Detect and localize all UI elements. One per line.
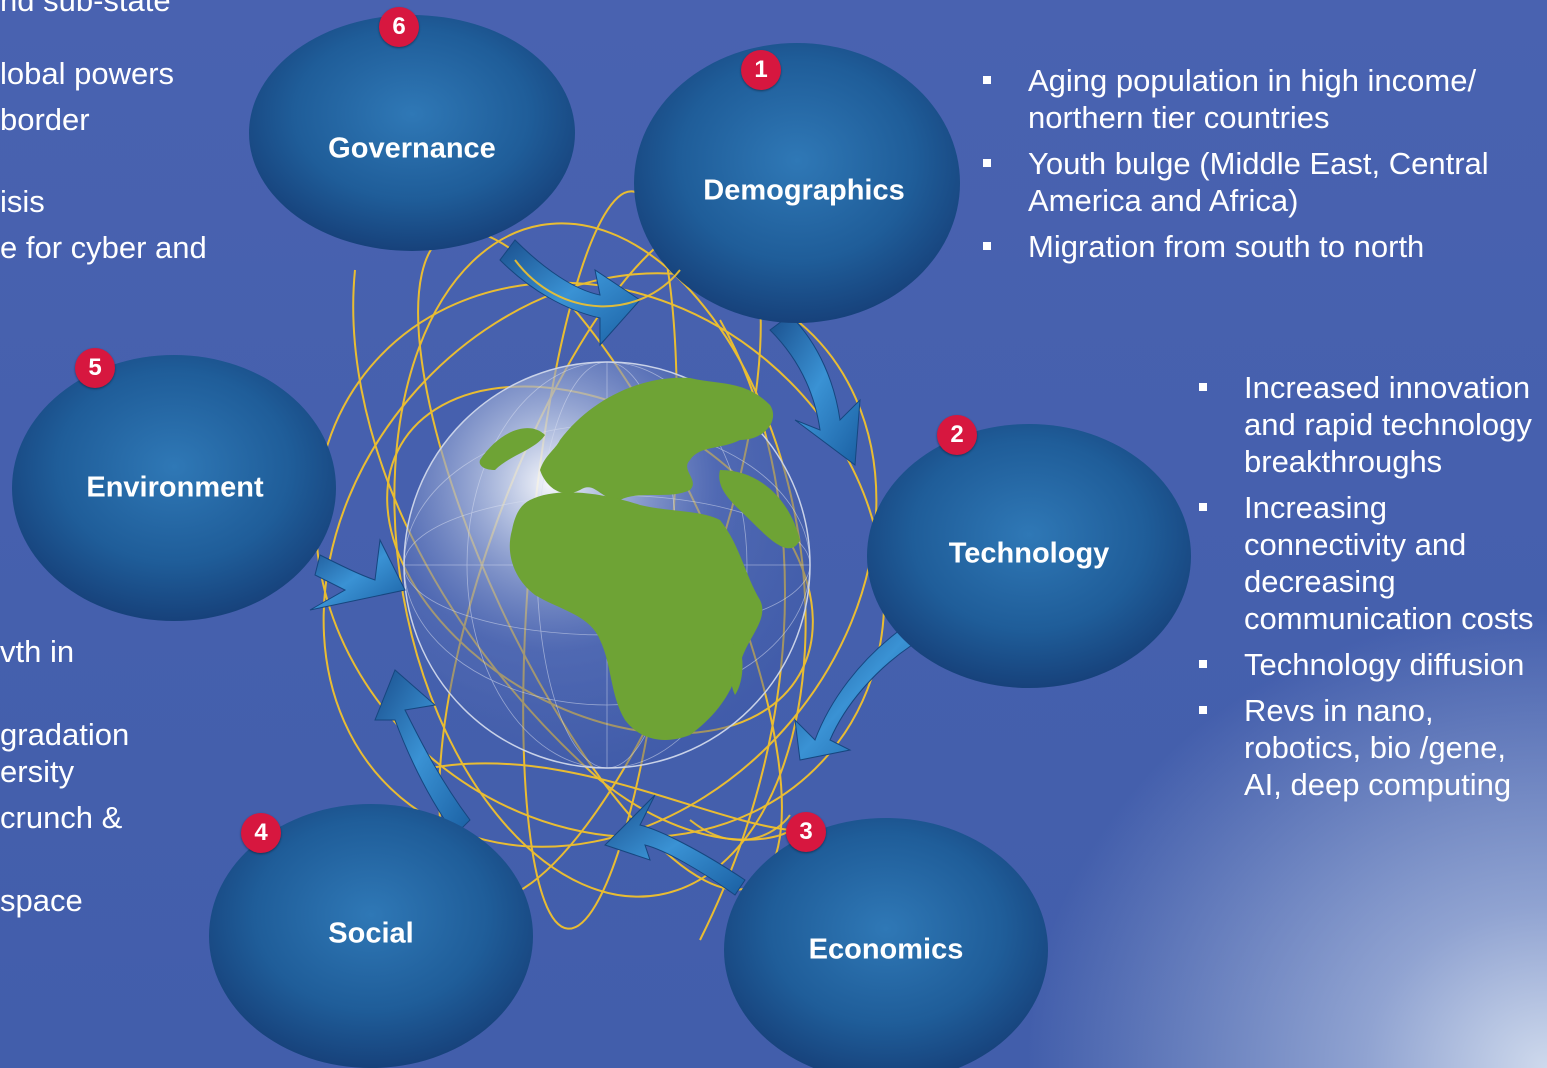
globe — [403, 361, 811, 769]
left-fragment: isis — [0, 184, 45, 219]
badge-6: 6 — [379, 7, 419, 47]
bubble-environment — [12, 355, 336, 621]
left-fragment: e for cyber and — [0, 230, 207, 265]
flow-arrows — [309, 239, 913, 896]
demographics-label: Demographics — [703, 174, 905, 207]
left-fragment: ersity — [0, 754, 75, 789]
social-label: Social — [328, 917, 414, 950]
bubble-technology — [867, 424, 1191, 688]
badge-5: 5 — [75, 348, 115, 388]
left-fragment: border — [0, 102, 90, 137]
governance-label: Governance — [328, 132, 496, 165]
bubble-social — [209, 804, 533, 1068]
bubble-economics — [724, 818, 1048, 1068]
technology-bullet: Technology diffusion — [1188, 646, 1547, 683]
badge-2: 2 — [937, 415, 977, 455]
left-fragment: lobal powers — [0, 56, 175, 91]
demographics-bullet: Aging population in high income/ norther… — [972, 62, 1492, 136]
badge-4: 4 — [241, 813, 281, 853]
badge-1: 1 — [741, 50, 781, 90]
bubble-governance — [249, 15, 575, 251]
bubbles — [12, 15, 1191, 1068]
left-fragment: vth in — [0, 634, 75, 669]
technology-bullet: Increasing connectivity and decreasing c… — [1188, 489, 1547, 637]
badge-3: 3 — [786, 812, 826, 852]
left-fragment: crunch & — [0, 800, 123, 835]
demographics-bullet: Migration from south to north — [972, 228, 1492, 265]
technology-bullets: Increased innovation and rapid technolog… — [1188, 369, 1547, 812]
land-mass — [540, 377, 774, 500]
bubble-demographics — [634, 43, 960, 323]
demographics-bullets: Aging population in high income/ norther… — [972, 62, 1492, 274]
left-fragment: nd sub-state — [0, 0, 171, 18]
economics-label: Economics — [808, 933, 964, 966]
technology-label: Technology — [948, 537, 1110, 570]
demographics-bullet: Youth bulge (Middle East, Central Americ… — [972, 145, 1492, 219]
technology-bullet: Revs in nano, robotics, bio /gene, AI, d… — [1188, 692, 1547, 803]
left-fragment: space — [0, 883, 83, 918]
left-fragment: gradation — [0, 717, 130, 752]
technology-bullet: Increased innovation and rapid technolog… — [1188, 369, 1547, 480]
environment-label: Environment — [86, 471, 264, 504]
